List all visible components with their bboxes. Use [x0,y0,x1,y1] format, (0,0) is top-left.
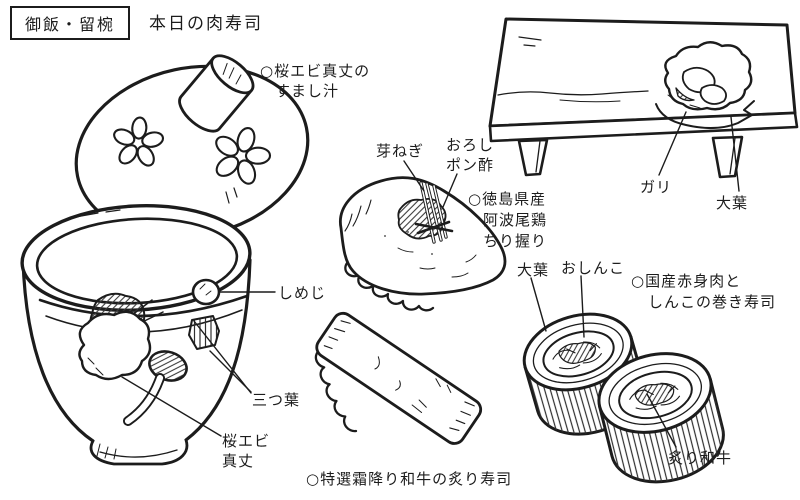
sakura-ebi-label: 桜エビ 真丈 [222,431,270,471]
ooba-table-leader [730,116,740,192]
ooba-roll-label: 大葉 [517,261,550,279]
chicken-dish-label-line2: 阿波尾鶏 [483,211,548,229]
shimeji-cap [191,278,221,306]
aburi-wagyu-label: 炙り和牛 [668,449,733,467]
sakura-ebi-leader [121,376,222,437]
shimeji-label: しめじ [278,284,327,302]
chicken-nigiri-drawing [339,176,507,312]
menegi-label: 芽ねぎ [376,142,425,160]
lid-handle [178,54,255,133]
soup-dish-label-line1: ○桜エビ真丈の [260,62,371,80]
soup-dish-label: ○桜エビ真丈の すまし汁 [260,61,370,101]
gari-label: ガリ [640,178,673,196]
chicken-dish-label-line3: ちり握り [483,232,548,250]
page-title: 本日の肉寿司 [149,14,263,34]
maki-dish-label-line2: しんこの巻き寿司 [648,293,777,311]
soup-bowl-drawing [20,204,252,466]
shinjo-ball [78,310,152,381]
sakura-ebi-label-line1: 桜エビ [222,432,271,450]
maki-dish-label-line1: ○国産赤身肉と [631,272,742,290]
bowl-lid-drawing [74,54,310,240]
ooba-roll-leader [530,277,547,332]
soup-dish-label-line2: すまし汁 [275,82,340,100]
menegi-sticks [414,181,454,244]
chicken-dish-label-line1: ○徳島県産 [468,190,547,208]
oroshi-ponzu-label: おろし ポン酢 [446,135,494,175]
category-box: 御飯・留椀 [10,6,131,40]
maki-rolls-drawing [522,312,725,484]
oshinko-leader [580,275,585,338]
menegi-leader [403,160,425,192]
leader-lines [121,111,740,448]
ooba-table-label: 大葉 [716,194,749,212]
plum-blossom-cutouts [113,116,272,185]
oroshi-ponzu-label-line2: ポン酢 [446,156,495,174]
wagyu-nigiri-drawing [314,311,483,445]
aburi-wagyu-leader [646,393,677,448]
oshinko-label: おしんこ [561,259,626,277]
ponzu-leader [442,173,458,208]
gari-leader [658,111,687,176]
oroshi-ponzu-label-line1: おろし [446,136,495,154]
chicken-dish-label: ○徳島県産 阿波尾鶏 ちり握り [468,189,547,252]
serving-table-drawing [488,17,799,179]
maki-dish-label: ○国産赤身肉と しんこの巻き寿司 [631,271,776,313]
shiso-leaf-drawing [655,100,755,129]
mitsuba-label: 三つ葉 [252,391,301,409]
sakura-ebi-label-line2: 真丈 [222,452,255,470]
wagyu-dish-label: ○特選霜降り和牛の炙り寿司 [306,470,513,488]
mitsuba-leader-2 [193,320,252,394]
soup-ingredients-drawing [38,278,249,426]
